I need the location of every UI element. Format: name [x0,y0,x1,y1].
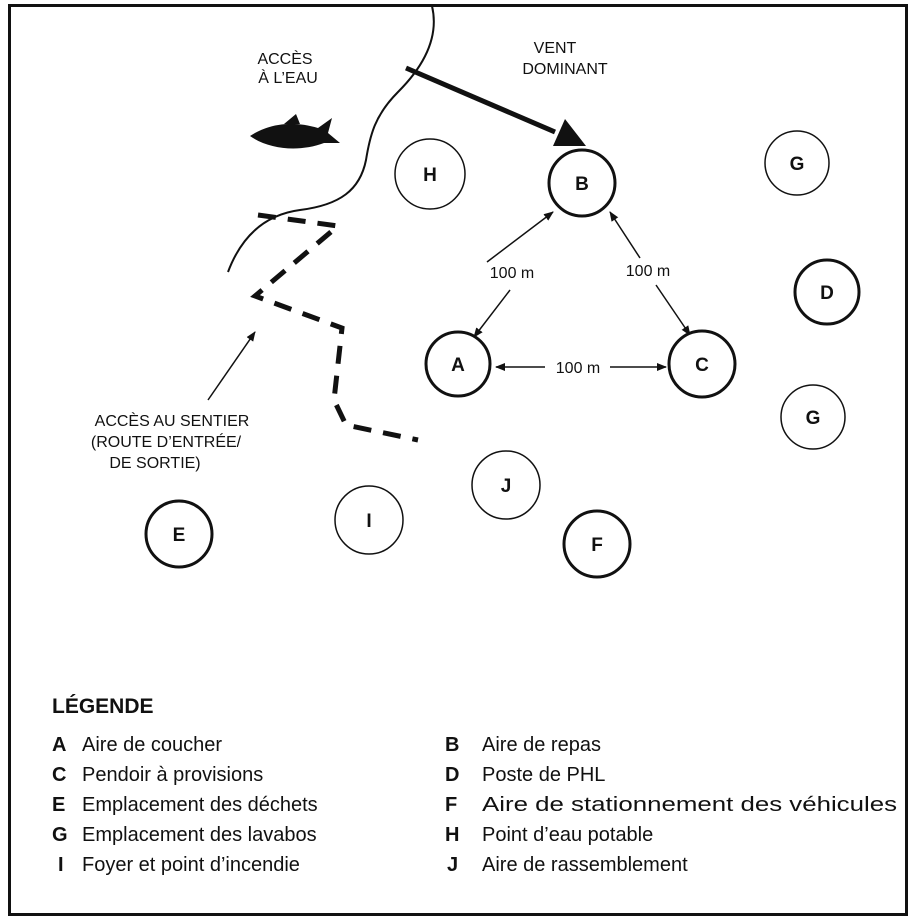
site-g-upper: G [764,130,830,196]
wind-arrow-icon [405,65,586,146]
wind-label-line1: VENT [534,40,577,57]
trail-access-label-line2: (ROUTE D’ENTRÉE/ [91,432,242,451]
site-a-letter: A [451,355,465,376]
legend-text: Poste de PHL [482,764,605,786]
legend-text: Pendoir à provisions [82,764,263,786]
connector-b-a [473,289,511,338]
legend: LÉGENDE A Aire de coucher C Pendoir à pr… [52,695,897,876]
trail-path [250,212,419,443]
site-f: F [562,509,632,579]
site-b: B [547,148,617,218]
site-g-lower-letter: G [806,408,821,429]
legend-letter: A [52,734,66,756]
site-h-letter: H [423,165,437,186]
fish-icon [250,114,340,149]
distance-label-ab: 100 m [490,265,534,282]
water-access-label-line1: ACCÈS [257,49,312,68]
shoreline [227,5,435,273]
legend-letter: F [445,794,457,816]
distance-label-ac: 100 m [556,360,600,377]
diagram-frame [8,4,908,916]
site-i-letter: I [366,511,371,532]
site-f-letter: F [591,535,603,556]
legend-letter: B [445,734,459,756]
trail-access-label-line3: DE SORTIE) [109,455,200,472]
legend-letter: G [52,824,68,846]
wind-label-line2: DOMINANT [522,61,608,78]
legend-text: Emplacement des lavabos [82,824,317,846]
site-a: A [424,330,492,398]
site-d: D [793,258,861,326]
legend-text: Aire de coucher [82,734,222,756]
connector-b-c [609,211,641,259]
legend-letter: J [447,854,458,876]
legend-letter: D [445,764,459,786]
site-j: J [471,450,541,520]
legend-text: Emplacement des déchets [82,794,318,816]
site-b-letter: B [575,174,589,195]
legend-text: Aire de rassemblement [482,854,688,876]
site-c-letter: C [695,355,709,376]
legend-title: LÉGENDE [52,695,154,718]
legend-text: Foyer et point d’incendie [82,854,300,876]
site-e-letter: E [173,525,186,546]
legend-letter: H [445,824,459,846]
site-e: E [144,499,214,569]
trail-access-label-line1: ACCÈS AU SENTIER [95,411,250,430]
distance-label-bc: 100 m [626,263,670,280]
site-d-letter: D [820,283,834,304]
legend-letter: C [52,764,66,786]
legend-text: Aire de stationnement des véhicules [482,794,897,816]
site-h: H [394,138,466,210]
connector-a-b [486,211,554,263]
legend-letter: E [52,794,65,816]
trail-access-pointer [207,331,256,401]
connector-c-b [655,284,691,336]
legend-text: Aire de repas [482,734,601,756]
legend-letter: I [58,854,64,876]
site-g-upper-letter: G [790,154,805,175]
legend-text: Point d’eau potable [482,824,653,846]
water-access-label-line2: À L’EAU [258,68,318,87]
site-j-letter: J [501,476,512,497]
site-g-lower: G [780,384,846,450]
site-c: C [667,329,737,399]
site-i: I [334,485,404,555]
